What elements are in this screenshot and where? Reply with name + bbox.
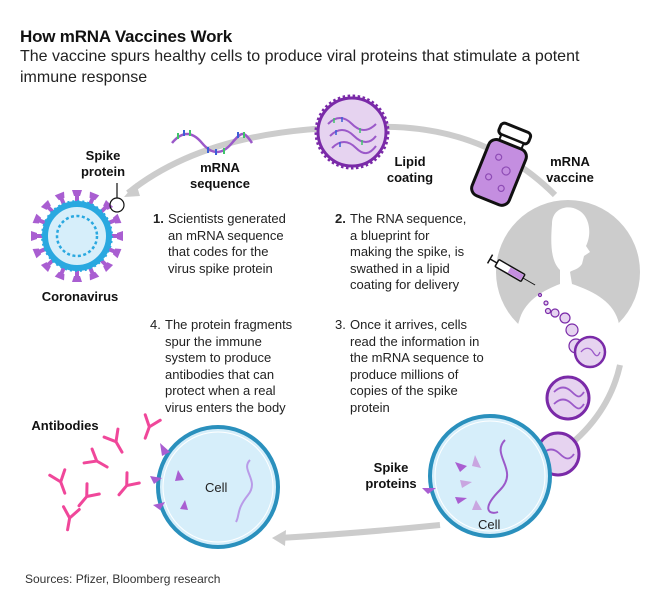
step-3: 3. Once it arrives, cells read the infor… [335,317,484,416]
step-1-line: that codes for the [168,244,269,259]
chart-title: How mRNA Vaccines Work [20,27,232,46]
step-1-line: Scientists generated [168,211,286,226]
lipid-particle-2 [545,375,591,421]
step-1: 1. Scientists generated an mRNA sequence… [153,211,286,277]
label-mrna-sequence: mRNA sequence [180,160,260,192]
label-lipid-coating: Lipid coating [380,154,440,186]
cycle-arrowhead [272,530,286,546]
step-2-line: The RNA sequence, [350,211,467,226]
step-4-line: spur the immune [165,333,262,349]
step-3-line: read the information in [350,333,480,349]
label-spike-protein-line2: protein [80,164,126,179]
cycle-arrow-bottom [279,522,441,541]
step-3-line: produce millions of [350,366,459,382]
coronavirus-icon [31,190,123,282]
human-silhouette [496,200,640,344]
label-spike-protein: Spike protein [78,148,128,180]
step-3-line: the mRNA sequence to [350,350,484,365]
step-4-line: system to produce [165,350,272,365]
source-note: Sources: Pfizer, Bloomberg research [25,572,221,586]
spike-callout-circle [109,197,125,213]
syringe-icon [486,254,536,286]
lipid-particle-1 [573,335,607,369]
step-2-line: swathed in a lipid [350,260,450,276]
label-lipid-coating-line1: Lipid [394,154,426,169]
label-cell-left: Cell [205,480,228,495]
step-3-number: 3. [335,317,346,332]
step-3-line: Once it arrives, cells [350,317,468,332]
label-antibodies: Antibodies [31,418,99,433]
step-4-line: protect when a real [165,383,276,398]
step-4-line: virus enters the body [165,399,286,415]
vaccine-vial-icon [470,121,533,207]
label-spike-protein-line1: Spike [85,148,121,163]
antibodies-group [48,413,162,532]
label-mrna-sequence-line1: mRNA [200,160,240,175]
step-4-line: The protein fragments [165,317,293,332]
step-2-line: making the spike, is [350,244,465,259]
chart-subtitle: The vaccine spurs healthy cells to produ… [20,48,580,86]
label-spike-proteins-line2: proteins [365,476,417,491]
step-1-number: 1. [153,211,164,226]
label-mrna-vaccine-line1: mRNA [550,154,590,169]
step-4: 4. The protein fragments spur the immune… [150,317,293,416]
cycle-arrowhead-start [124,183,140,197]
mrna-strand-icon [171,130,254,155]
step-3-line: copies of the spike [350,383,458,398]
label-lipid-coating-line2: coating [386,170,434,185]
step-4-number: 4. [150,317,161,332]
step-2-line: coating for delivery [350,277,460,292]
label-spike-proteins: Spike proteins [356,460,426,492]
step-1-line: virus spike protein [168,260,273,276]
cell-right [422,414,552,538]
label-mrna-sequence-line2: sequence [190,176,250,191]
label-mrna-vaccine: mRNA vaccine [540,154,600,186]
step-1-line: an mRNA sequence [168,227,284,243]
label-mrna-vaccine-line2: vaccine [546,170,594,185]
step-4-line: antibodies that can [165,366,275,382]
lipid-coating-icon [314,94,390,170]
label-coronavirus: Coronavirus [41,289,119,304]
cell-left [150,425,280,549]
label-spike-proteins-line1: Spike [373,460,409,475]
step-2-line: a blueprint for [350,227,430,243]
step-2: 2. The RNA sequence, a blueprint for mak… [335,211,467,294]
step-3-line: protein [350,399,390,415]
label-cell-right: Cell [478,517,501,532]
step-2-number: 2. [335,211,346,226]
